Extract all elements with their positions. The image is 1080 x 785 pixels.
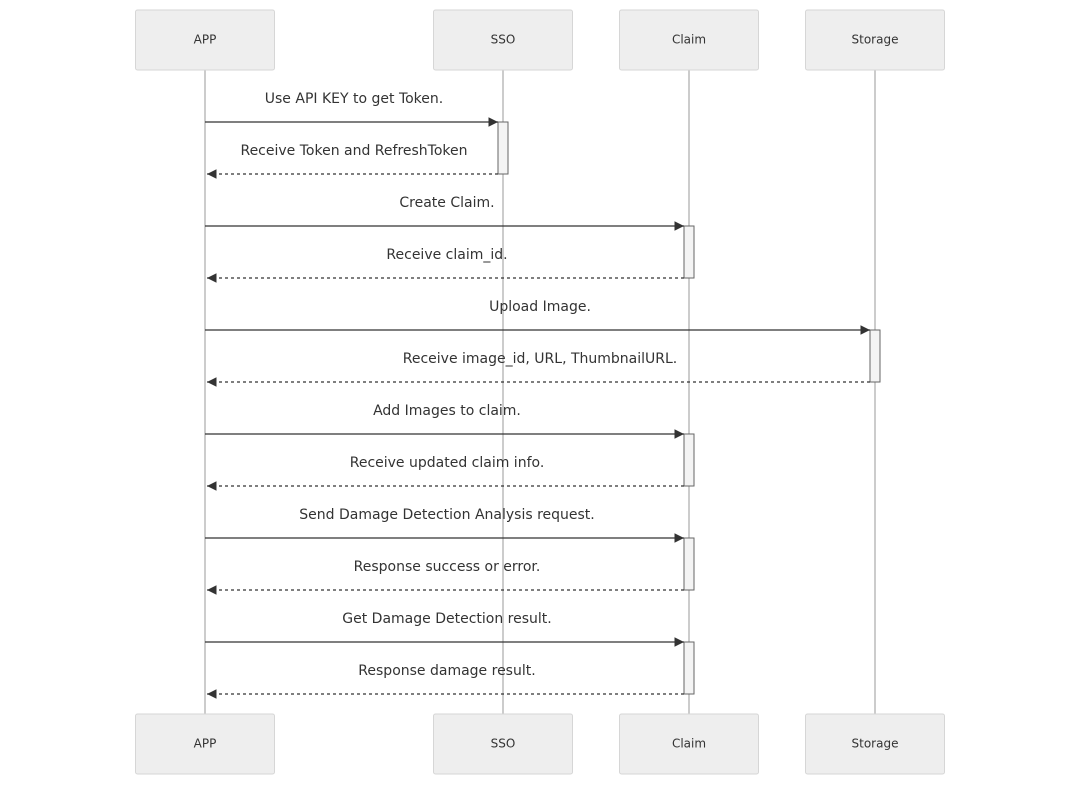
reply-message: Receive updated claim info. [207, 455, 684, 491]
participant-box [805, 713, 945, 775]
participant-sso-top: SSO [433, 9, 573, 71]
message-label: Receive image_id, URL, ThumbnailURL. [403, 351, 678, 367]
message-label: Add Images to claim. [373, 403, 521, 419]
message-label: Receive Token and RefreshToken [240, 143, 467, 159]
message-label: Get Damage Detection result. [342, 611, 551, 627]
reply-message: Response damage result. [207, 663, 684, 699]
participant-claim-bottom: Claim [619, 713, 759, 775]
message-label: Create Claim. [399, 195, 494, 211]
request-message: Use API KEY to get Token. [205, 91, 498, 127]
request-message: Get Damage Detection result. [205, 611, 684, 647]
request-message: Upload Image. [205, 299, 870, 335]
participant-box [433, 713, 573, 775]
participant-app-top: APP [135, 9, 275, 71]
participant-label: Storage [852, 33, 899, 47]
participant-box [135, 9, 275, 71]
reply-message: Response success or error. [207, 559, 684, 595]
activation-claim [683, 433, 695, 487]
participant-label: Claim [672, 737, 706, 751]
participant-label: Storage [852, 737, 899, 751]
reply-message: Receive Token and RefreshToken [207, 143, 498, 179]
participant-claim-top: Claim [619, 9, 759, 71]
reply-message: Receive claim_id. [207, 247, 684, 283]
activation-claim [683, 537, 695, 591]
participant-box [805, 9, 945, 71]
message-label: Send Damage Detection Analysis request. [299, 507, 595, 523]
request-message: Create Claim. [205, 195, 684, 231]
message-label: Receive claim_id. [386, 247, 507, 263]
participant-label: SSO [491, 33, 516, 47]
activation-claim [683, 225, 695, 279]
participant-box [433, 9, 573, 71]
message-label: Use API KEY to get Token. [265, 91, 443, 107]
participant-box [619, 713, 759, 775]
participant-app-bottom: APP [135, 713, 275, 775]
activation-storage [869, 329, 881, 383]
message-label: Upload Image. [489, 299, 591, 315]
participant-label: APP [194, 737, 217, 751]
participant-box [619, 9, 759, 71]
participant-storage-top: Storage [805, 9, 945, 71]
participant-label: SSO [491, 737, 516, 751]
participant-box [135, 713, 275, 775]
activation-sso [497, 121, 509, 175]
request-message: Send Damage Detection Analysis request. [205, 507, 684, 543]
participant-storage-bottom: Storage [805, 713, 945, 775]
message-label: Response damage result. [358, 663, 535, 679]
participant-sso-bottom: SSO [433, 713, 573, 775]
participant-label: APP [194, 33, 217, 47]
request-message: Add Images to claim. [205, 403, 684, 439]
message-label: Response success or error. [354, 559, 541, 575]
message-label: Receive updated claim info. [350, 455, 545, 471]
reply-message: Receive image_id, URL, ThumbnailURL. [207, 351, 870, 387]
participant-label: Claim [672, 33, 706, 47]
activation-claim [683, 641, 695, 695]
